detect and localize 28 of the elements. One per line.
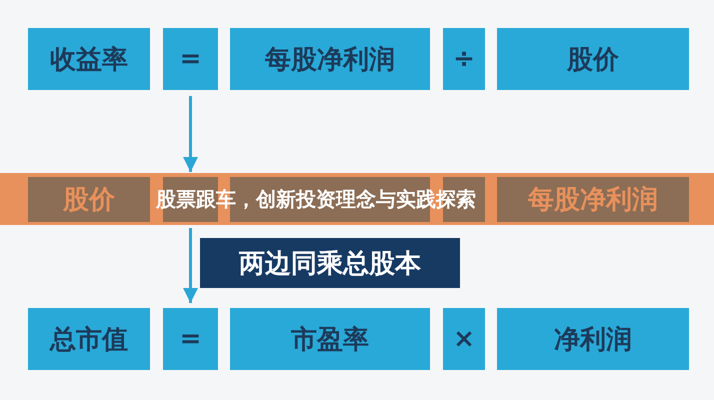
formula-box — [163, 28, 218, 90]
formula-text: 净利润 — [554, 324, 632, 356]
formula-box — [163, 308, 218, 370]
arrow — [183, 228, 198, 303]
formula-text: × — [453, 324, 475, 354]
formula-text: 股价 — [567, 44, 619, 76]
formula-text: = — [180, 324, 202, 354]
formula-box — [230, 28, 430, 90]
formula-box — [497, 308, 689, 370]
formula-box — [497, 177, 689, 222]
formula-box — [28, 177, 150, 222]
formula-box — [28, 28, 150, 90]
formula-box — [443, 28, 485, 90]
formula-text: 每股净利润 — [528, 184, 658, 217]
formula-box — [230, 308, 430, 370]
formula-text: ÷ — [453, 44, 475, 74]
formula-text: 总市值 — [50, 324, 128, 356]
formula-text: = — [180, 44, 202, 74]
arrow — [183, 96, 198, 172]
formula-box — [443, 308, 485, 370]
note-box — [200, 238, 460, 288]
formula-text: 收益率 — [50, 44, 128, 76]
formula-text: 每股净利润 — [265, 44, 395, 76]
formula-box — [28, 308, 150, 370]
formula-text: 股价 — [63, 184, 115, 217]
formula-box — [497, 28, 689, 90]
formula-text: 两边同乘总股本 — [239, 248, 421, 280]
formula-text: 市盈率 — [291, 324, 369, 356]
